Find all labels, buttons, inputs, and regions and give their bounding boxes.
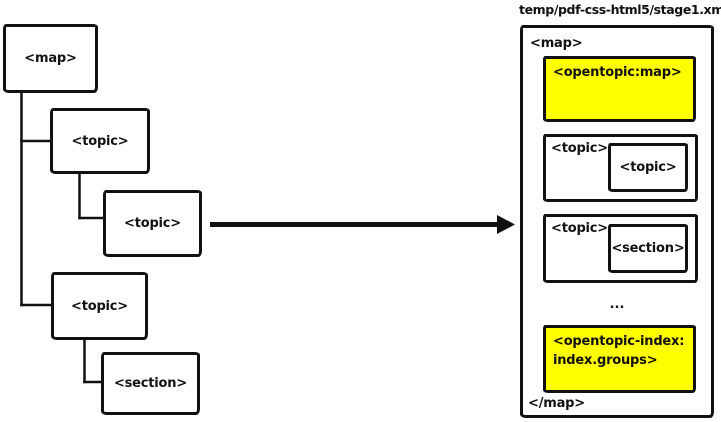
map-close-tag: </map> (528, 396, 585, 411)
section-node-label: <section> (113, 376, 188, 391)
file-path-title: temp/pdf-css-html5/stage1.xml (519, 2, 721, 17)
topic-node-2: <topic> (103, 190, 202, 257)
topic-node-1-label: <topic> (71, 133, 129, 149)
map-open-tag: <map> (530, 36, 583, 51)
nested-topic-label: <topic> (619, 160, 677, 175)
topic-node-2-label: <topic> (124, 216, 181, 231)
nested-section-box: <section> (608, 224, 688, 273)
ellipsis-text: ... (609, 297, 625, 312)
topic-wrapper-block-1: <topic> <topic> (543, 134, 698, 202)
opentopic-map-block: <opentopic:map> (543, 56, 696, 122)
nested-section-label: <section> (611, 241, 685, 256)
nested-topic-box: <topic> (608, 143, 688, 192)
section-node: <section> (101, 352, 200, 415)
transform-arrow (210, 215, 515, 234)
topic-wrapper-2-label: <topic> (551, 221, 608, 236)
topic-wrapper-1-label: <topic> (551, 141, 608, 156)
topic-wrapper-block-2: <topic> <section> (543, 214, 698, 283)
topic-node-3: <topic> (51, 272, 148, 340)
opentopic-map-label: <opentopic:map> (553, 65, 682, 80)
opentopic-index-block: <opentopic-index: index.groups> (543, 325, 696, 393)
stage1-xml-panel: <map> <opentopic:map> <topic> <topic> <t… (520, 25, 714, 418)
topic-node-1: <topic> (50, 108, 150, 174)
opentopic-index-label: <opentopic-index: index.groups> (553, 334, 685, 368)
topic-node-3-label: <topic> (71, 298, 128, 314)
map-node: <map> (3, 24, 98, 93)
map-node-label: <map> (24, 51, 77, 66)
